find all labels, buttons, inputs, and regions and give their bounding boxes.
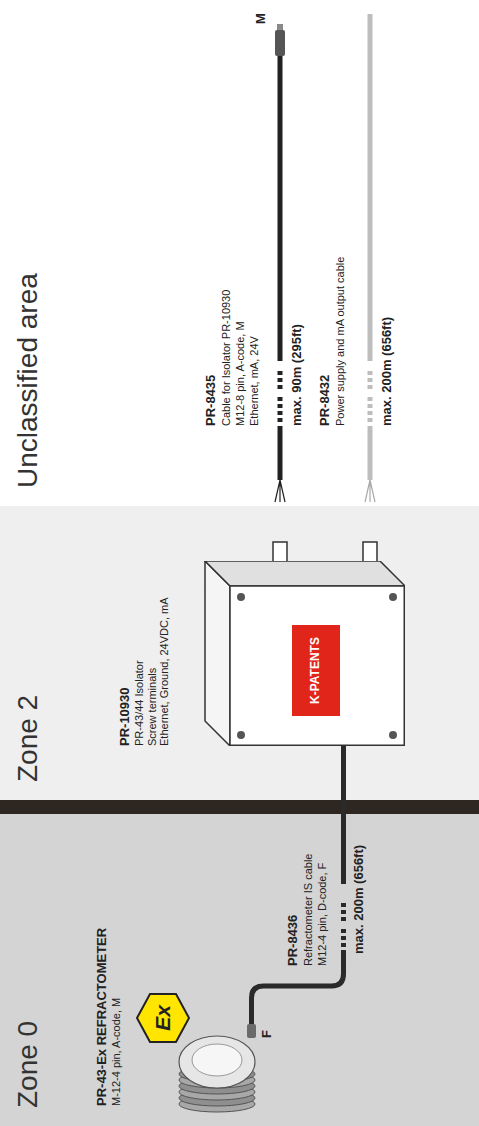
cable-break [278,371,283,375]
cable-break [278,418,283,422]
wire-ends [275,480,285,502]
part-number: PR-8435 [204,375,219,426]
cable-break [278,397,283,401]
zone-band: Zone 0 PR-43-Ex REFRACTOMETERM-12-4 pin, … [0,814,479,1126]
cable-line [252,746,344,1024]
refractometer: PR-43-Ex REFRACTOMETERM-12-4 pin, A-code… [175,1024,265,1114]
cable-line [368,426,373,480]
device-spec: Ethernet, Ground, 24VDC, mA [158,597,171,746]
cable-break [278,411,283,415]
part-description: Refractometer IS cable [302,854,315,967]
part-description: M12-8 pin, A-code, M [234,321,247,426]
cable-break [368,418,373,422]
connector-letter: F [260,1030,275,1038]
cable-glands [273,542,377,561]
box-front [230,586,404,745]
part-number: PR-8432 [318,375,333,426]
ex-symbol: Ex [135,990,191,1046]
part-number: PR-8436 [286,915,301,966]
refractometer-heading: PR-43-Ex REFRACTOMETERM-12-4 pin, A-code… [95,928,123,1106]
device-spec: PR-43/44 Isolator [133,597,146,746]
power-cable [365,14,375,502]
zone-band: Zone 2 PR-10930PR-43/44 IsolatorScrew ter… [0,506,479,800]
refractometer-cable [252,746,348,1024]
part-description: Cable for Isolator PR-10930 [220,290,233,426]
lid-screw [389,731,397,739]
part-description: Power supply and mA output cable [334,257,347,426]
zone-band: Unclassified area [0,0,479,506]
sensor-window [192,1044,242,1076]
cable-break [341,950,346,954]
m12-connector-tip [277,24,283,30]
cable-break [368,371,373,375]
lid-screw [237,731,245,739]
device-spec: Screw terminals [146,597,159,746]
ex-mark: Ex [135,990,191,1046]
cable-break [368,397,373,401]
cable-break [341,903,346,907]
cable-line [368,14,373,361]
cable-break [278,404,283,408]
cable-gland [363,542,377,561]
zone-0-ground [0,814,479,1126]
cable-break [341,917,346,921]
cable-line [278,426,283,480]
connector-letter: M [254,13,269,24]
cable-break [368,378,373,382]
cable-break [368,385,373,389]
box-top [205,561,230,746]
zone-barrier [0,800,479,814]
lid-screw [237,593,245,601]
cable-break [341,936,346,940]
cable-length: max. 90m (295ft) [290,324,305,426]
cable-break [278,385,283,389]
cable-break [278,378,283,382]
part-description: M12-4 pin, D-code, F [316,863,329,966]
zone-2-ground [0,506,479,800]
cable-break [341,943,346,947]
device-name: PR-10930 [118,597,133,746]
device-spec: M-12-4 pin, A-code, M [110,928,123,1106]
refractometer-drawing [175,1024,265,1114]
cable-gap [340,884,348,954]
m12-connector [247,1024,256,1038]
zone-title: Unclassified area [12,273,44,488]
cable-break [341,910,346,914]
lid-screw [389,593,397,601]
cable-gland [273,542,287,561]
unclassified-ground [0,0,479,506]
cable-break [341,929,346,933]
sensor-face [179,1036,255,1088]
isolator-heading: PR-10930PR-43/44 IsolatorScrew terminals… [118,597,171,746]
brand-name: K-PATENTS [309,637,323,704]
brand-plate: K-PATENTS [292,625,340,716]
zone-title: Zone 0 [12,1021,44,1108]
part-description: Ethernet, mA, 24V [248,336,261,426]
cable-break [368,411,373,415]
device-name: PR-43-Ex REFRACTOMETER [95,928,110,1106]
isolator-box: PR-10930PR-43/44 IsolatorScrew terminals… [200,561,405,746]
ethernet-cable [275,24,285,502]
cable-length: max. 200m (656ft) [352,845,367,954]
wire-ends [365,480,375,502]
cable-break [368,404,373,408]
zone-title: Zone 2 [12,695,44,782]
box-side [205,561,405,586]
cable-line [278,54,283,361]
cable-length: max. 200m (656ft) [380,317,395,426]
m12-connector [275,30,285,56]
